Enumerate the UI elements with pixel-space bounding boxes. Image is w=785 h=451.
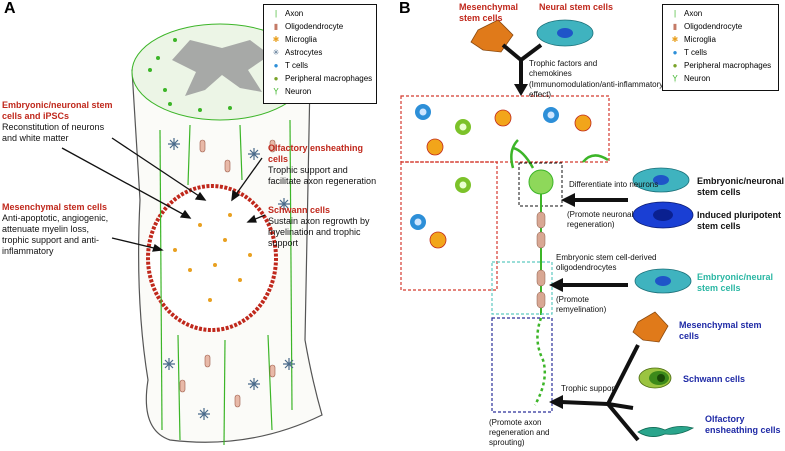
trophic-support-label: Trophic support: [561, 384, 617, 393]
big-arrows: [560, 198, 640, 442]
lesion-site: [146, 184, 278, 332]
oligodendrocyte-icon: ▮: [273, 22, 279, 31]
legend-b-microglia: ✱Microglia: [669, 34, 716, 45]
microglia-icon: ✱: [272, 35, 280, 44]
promote-remyelination-label: (Promote remyelination): [556, 295, 607, 314]
astrocyte-icon: ✳: [272, 48, 280, 57]
promote-neuronal-label: (Promote neuronal regeneration): [567, 210, 634, 229]
olfactory-cell: [637, 426, 695, 437]
oligodendrocyte-marks: [179, 139, 276, 408]
legend-b-tcell: ●T cells: [669, 47, 707, 58]
macrophage-marks: [455, 119, 471, 193]
legend-b-oligo: ▮Oligodendrocyte: [669, 21, 742, 32]
ipsc-label: Induced pluripotent stem cells: [697, 210, 781, 231]
oec-title: Olfactory ensheathing cells: [268, 143, 364, 164]
therapy-mechanism-illustration: [400, 19, 695, 442]
panel-a-label: A: [4, 0, 16, 17]
schwann-title: Schwann cells: [268, 205, 331, 215]
microglia-icon: ✱: [671, 35, 679, 44]
neuron-icon: Ỵ: [273, 87, 279, 96]
trophic-top-label: Trophic factors and chemokines: [529, 59, 598, 78]
legend-a-oligo: ▮Oligodendrocyte: [270, 21, 343, 32]
macrophage-icon: ●: [672, 61, 678, 70]
regenerating-axon: [533, 317, 546, 406]
inflammation-box: [400, 95, 610, 163]
converge-arrow: [501, 43, 543, 86]
olfactory-label: Olfactory ensheathing cells: [705, 414, 781, 435]
macrophage-icon: ●: [273, 74, 279, 83]
t-cell-icon: ●: [273, 61, 279, 70]
neuron-soma: [528, 169, 554, 195]
msc-top-cell: [470, 19, 514, 53]
grey-matter: [172, 40, 270, 96]
dendrites: [510, 139, 609, 169]
inflammation-box-lower: [400, 161, 498, 291]
immuno-label: (Immunomodulation/anti-inflammatory effe…: [529, 80, 664, 99]
panel-a: A Embryonic/neuronal stem cells and iPSC…: [0, 0, 385, 451]
legend-a-axon: |Axon: [270, 8, 303, 19]
msc-desc: Anti-apoptotic, angiogenic, attenuate my…: [2, 213, 109, 256]
astrocyte-marks: [163, 138, 295, 420]
oligo-derived-label: Embryonic stem cell-derived oligodendroc…: [556, 253, 657, 272]
schwann-annotation: Schwann cells Sustain axon regrowth by m…: [268, 205, 380, 249]
esc-annotation: Embryonic/neuronal stem cells and iPSCs …: [2, 100, 117, 144]
legend-a-astro: ✳Astrocytes: [270, 47, 323, 58]
panel-b: B Mesenchymal stem cells Neural stem cel…: [393, 0, 785, 451]
t-cell-marks: [410, 104, 559, 230]
pointer-arrows: [61, 137, 266, 252]
msc-bottom-label: Mesenchymal stem cells: [679, 320, 762, 341]
microglia-cells: [426, 109, 592, 249]
schwann-cell: [638, 367, 672, 389]
legend-a: |Axon ▮Oligodendrocyte ✱Microglia ✳Astro…: [263, 4, 377, 104]
myelin-segments: [536, 211, 546, 309]
esc-desc: Reconstitution of neurons and white matt…: [2, 122, 105, 143]
t-cell-icon: ●: [672, 48, 678, 57]
msc-bottom-cell: [632, 311, 669, 343]
microglia-marks: [173, 213, 252, 302]
schwann-desc: Sustain axon regrowth by myelination and…: [268, 216, 370, 248]
legend-b-axon: |Axon: [669, 8, 702, 19]
embryonic-neural-label: Embryonic/neural stem cells: [697, 272, 774, 293]
oec-annotation: Olfactory ensheathing cells Trophic supp…: [268, 143, 383, 187]
promote-axon-label: (Promote axon regeneration and sprouting…: [489, 418, 550, 447]
msc-top-label: Mesenchymal stem cells: [459, 2, 519, 23]
oec-desc: Trophic support and facilitate axon rege…: [268, 165, 377, 186]
legend-a-tcell: ●T cells: [270, 60, 308, 71]
axon-icon: |: [274, 9, 278, 18]
oligodendrocyte-icon: ▮: [672, 22, 678, 31]
legend-b-macro: ●Peripheral macrophages: [669, 60, 772, 71]
msc-title: Mesenchymal stem cells: [2, 202, 108, 212]
msc-annotation: Mesenchymal stem cells Anti-apoptotic, a…: [2, 202, 114, 257]
panel-b-label: B: [399, 0, 411, 17]
remyelination-box: [491, 261, 553, 315]
esc-title: Embryonic/neuronal stem cells and iPSCs: [2, 100, 113, 121]
legend-a-macro: ●Peripheral macrophages: [270, 73, 373, 84]
neuron-icon: Ỵ: [672, 74, 678, 83]
differentiate-label: Differentiate into neurons: [569, 180, 659, 189]
legend-a-microglia: ✱Microglia: [270, 34, 317, 45]
schwann-bottom-label: Schwann cells: [683, 374, 746, 384]
axon-icon: |: [673, 9, 677, 18]
embryonic-neuronal-label: Embryonic/neuronal stem cells: [697, 176, 785, 197]
nsc-top-label: Neural stem cells: [539, 2, 614, 12]
regeneration-box: [491, 317, 553, 413]
legend-b: |Axon ▮Oligodendrocyte ✱Microglia ●T cel…: [662, 4, 779, 91]
